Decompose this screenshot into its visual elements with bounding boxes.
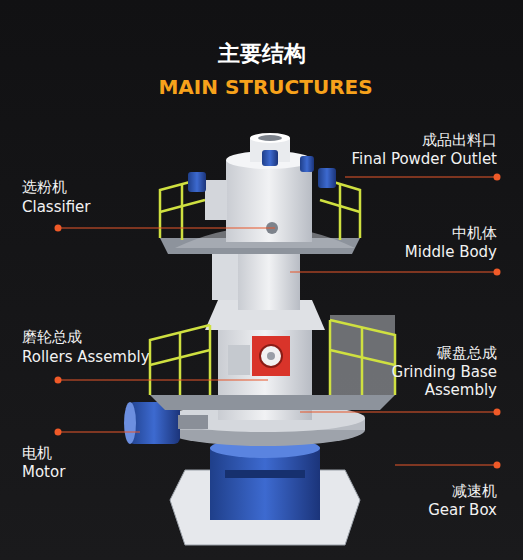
rollers-assembly-part [260,345,282,367]
leader-lines-part [55,377,62,384]
part-name-en: Rollers Assembly [22,348,150,366]
leader-lines-part [58,379,268,380]
classifier-motors-part [318,168,336,188]
machine-base [170,438,360,545]
part-name-en: Final Powder Outlet [352,150,497,168]
leader-lines-part [58,431,140,432]
part-name-en: Gear Box [428,501,497,519]
classifier-motors [188,150,336,192]
machine-base-part [225,470,305,478]
rollers-assembly-part [228,345,250,375]
classifier-part [205,180,227,220]
part-name-en: Motor [22,463,65,481]
final-powder-outlet-part [250,133,290,143]
rollers-assembly-part [252,336,290,376]
part-name-zh: 中机体 [452,224,497,242]
final-powder-outlet-part [258,135,282,141]
leader-lines-part [290,271,497,272]
lower-platform-part-part [150,325,210,395]
lower-platform-part-part [330,320,395,395]
leader-lines-part [395,464,497,465]
leader-lines [55,174,501,469]
classifier-part [226,160,312,242]
leader-lines-part [300,411,497,412]
rollers-assembly-part [267,352,275,360]
leader-lines-part [55,225,62,232]
part-name-zh: 选粉机 [22,178,67,196]
lower-platform-part [330,315,395,395]
lower-platform-part-part [209,325,212,395]
part-name-en: Middle Body [405,243,497,261]
part-name-zh: 减速机 [452,482,497,500]
lower-platform-part-part [179,332,182,395]
lower-platform-part-part [361,327,364,395]
part-name-en: Grinding Base Assembly [367,363,497,399]
lower-platform-part [150,320,395,395]
machine-base-part [210,448,320,520]
rollers-assembly [228,336,290,376]
title: 主要结构 [0,40,523,68]
leader-lines-part [494,462,501,469]
part-name-zh: 碾盘总成 [437,344,497,362]
classifier-motors-part [262,150,278,166]
lower-platform [150,315,395,410]
subtitle: MAIN STRUCTURES [4,74,523,100]
upper-platform-part-part [339,184,342,240]
leader-lines-part [494,269,501,276]
motor-part [178,415,208,429]
part-name-zh: 成品出料口 [422,131,497,149]
lower-platform-part [150,395,395,410]
part-name-zh: 电机 [22,444,52,462]
leader-lines-part [494,174,501,181]
motor-part [124,402,136,444]
part-name-en: Classifier [22,198,90,216]
leader-lines-part [345,176,497,177]
lower-platform-part-part [329,320,332,395]
leader-lines-part [58,227,275,228]
classifier-part [226,151,312,169]
part-name-zh: 磨轮总成 [22,328,82,346]
classifier-motors-part [300,156,314,172]
leader-lines-part [55,429,62,436]
upper-platform-part-part [181,184,184,240]
leader-lines-part [494,409,501,416]
classifier-motors-part [188,172,206,192]
